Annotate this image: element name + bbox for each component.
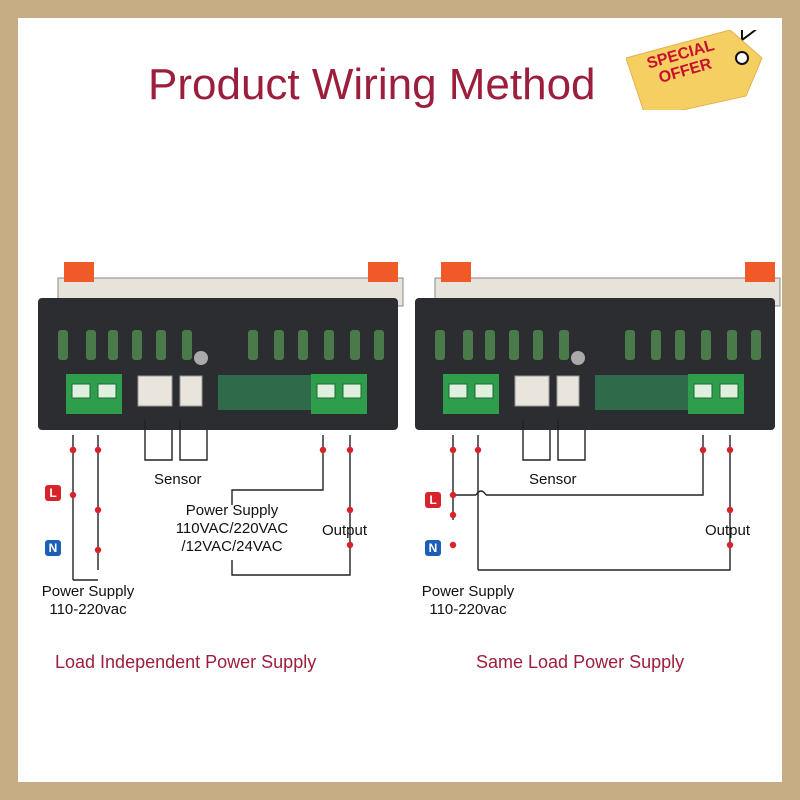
- left-screw-terminal-2: [316, 383, 336, 399]
- left-vent-11: [374, 330, 384, 360]
- right-neutral-dot-mid: [449, 541, 457, 549]
- right-vent-7: [651, 330, 661, 360]
- right-sensor-connector-b: [556, 375, 580, 407]
- right-sensor-wire-a: [522, 420, 551, 461]
- right-vent-1: [463, 330, 473, 360]
- left-output-label: Output: [322, 522, 368, 539]
- right-live-dot-mid: [449, 491, 457, 499]
- right-vent-3: [509, 330, 519, 360]
- left-sensor-label: Sensor: [154, 471, 202, 488]
- left-controller-unit: [38, 262, 404, 430]
- left-sensor-connector-a: [137, 375, 173, 407]
- right-right-clip: [745, 262, 775, 282]
- right-live-dot-top: [449, 446, 457, 454]
- right-sensor-connector-a: [514, 375, 550, 407]
- left-controller-supply-label: Power Supply 110VAC/220VAC /12VAC/24VAC: [175, 502, 289, 555]
- right-caption: Same Load Power Supply: [476, 652, 685, 672]
- left-mains-supply-label: Power Supply 110-220vac: [41, 583, 135, 618]
- right-vent-5: [559, 330, 569, 360]
- left-caption: Load Independent Power Supply: [55, 652, 317, 672]
- right-live-badge: L: [425, 492, 441, 508]
- left-vent-9: [324, 330, 334, 360]
- left-sensor-wire-a: [144, 420, 173, 461]
- left-vent-3: [132, 330, 142, 360]
- left-sensor-connector-b: [179, 375, 203, 407]
- left-controller-supply-wire: [231, 435, 324, 505]
- right-sensor-wire-b: [557, 420, 586, 461]
- right-output-label: Output: [705, 522, 751, 539]
- left-mains-dot-3: [94, 546, 102, 554]
- left-vent-5: [182, 330, 192, 360]
- left-neutral-dot-top: [94, 446, 102, 454]
- right-mount-screw: [571, 351, 585, 365]
- right-neutral-to-output: [478, 435, 731, 571]
- left-output-wire: [231, 435, 351, 576]
- left-mains-dot-2: [94, 506, 102, 514]
- left-vent-6: [248, 330, 258, 360]
- left-output-dot-4: [346, 541, 354, 549]
- left-sensor-wire-b: [179, 420, 208, 461]
- right-vent-9: [701, 330, 711, 360]
- left-vent-8: [298, 330, 308, 360]
- left-screw-terminal-1: [97, 383, 117, 399]
- left-output-dot-1: [319, 446, 327, 454]
- right-vent-2: [485, 330, 495, 360]
- left-vent-2: [108, 330, 118, 360]
- right-output-dot-4: [726, 541, 734, 549]
- right-live-to-output: [486, 435, 704, 496]
- right-vent-4: [533, 330, 543, 360]
- right-vent-11: [751, 330, 761, 360]
- right-neutral-dot-top: [474, 446, 482, 454]
- right-sensor-label: Sensor: [529, 471, 577, 488]
- right-output-dot-3: [726, 506, 734, 514]
- right-output-dot-2: [726, 446, 734, 454]
- left-vent-7: [274, 330, 284, 360]
- left-live-badge: L: [45, 485, 61, 501]
- left-mount-screw: [194, 351, 208, 365]
- left-output-dot-3: [346, 506, 354, 514]
- right-screw-terminal-2: [693, 383, 713, 399]
- right-wire-crossover: [475, 490, 487, 496]
- right-mains-supply-label: Power Supply 110-220vac: [421, 583, 515, 618]
- left-mains-dot-1: [69, 491, 77, 499]
- page-title: Product Wiring Method: [148, 60, 596, 109]
- right-neutral-badge: N: [425, 540, 441, 556]
- left-right-clip: [368, 262, 398, 282]
- special-offer-tag: [626, 30, 763, 110]
- left-vent-1: [86, 330, 96, 360]
- left-output-dot-2: [346, 446, 354, 454]
- left-left-clip: [64, 262, 94, 282]
- left-neutral-badge: N: [45, 540, 61, 556]
- right-live-dot-low: [449, 511, 457, 519]
- right-screw-terminal-1: [474, 383, 494, 399]
- right-vent-6: [625, 330, 635, 360]
- right-screw-terminal-3: [719, 383, 739, 399]
- left-screw-terminal-0: [71, 383, 91, 399]
- right-vent-8: [675, 330, 685, 360]
- right-screw-terminal-0: [448, 383, 468, 399]
- left-screw-terminal-3: [342, 383, 362, 399]
- right-controller-unit: [415, 262, 781, 430]
- right-left-clip: [441, 262, 471, 282]
- right-output-dot-1: [699, 446, 707, 454]
- left-vent-4: [156, 330, 166, 360]
- left-vent-0: [58, 330, 68, 360]
- left-live-dot-top: [69, 446, 77, 454]
- left-vent-10: [350, 330, 360, 360]
- right-vent-0: [435, 330, 445, 360]
- right-vent-10: [727, 330, 737, 360]
